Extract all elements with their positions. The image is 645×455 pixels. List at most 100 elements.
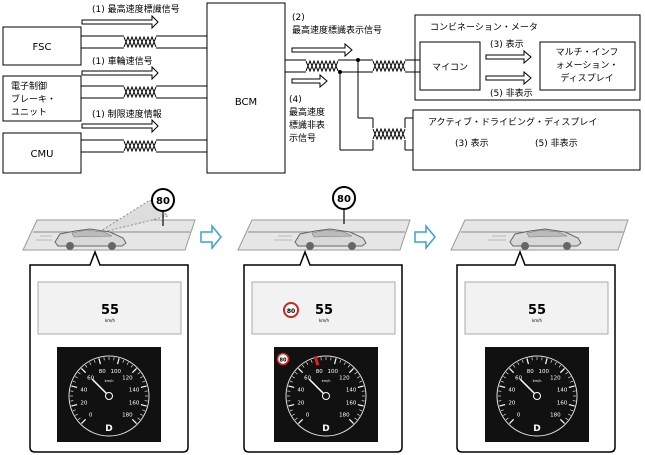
add-unit-1: km/h: [105, 318, 116, 323]
speedo-tick: [80, 418, 87, 425]
speedo-tick: [294, 417, 298, 420]
speedo-tick-label: 160: [346, 401, 357, 407]
speedo-tick: [570, 409, 574, 412]
speedo-tick: [550, 359, 553, 363]
mid-label-3: ディスプレイ: [560, 72, 613, 84]
speedo-tick: [142, 409, 146, 412]
brake-unit-label-3: ユニット: [11, 108, 47, 118]
speedo-tick: [131, 367, 138, 374]
add-speed-2: 55: [315, 303, 333, 318]
speedo-tick: [93, 359, 96, 363]
flow-arrows: [200, 223, 436, 251]
speedo-hub: [105, 392, 113, 400]
speedo-tick-label: 20: [297, 401, 304, 407]
speedo-tick: [357, 385, 364, 389]
add-screen-1: [37, 281, 182, 335]
add-hide-label: (5) 非表示: [535, 137, 578, 149]
speedo-tick: [513, 364, 516, 368]
speedo-tick: [126, 362, 129, 365]
speedo-needle: [91, 378, 110, 397]
signal-4-line1: 最高速度: [289, 106, 325, 118]
signal-4-line3: 示信号: [289, 132, 316, 144]
speedo-tick: [310, 359, 313, 363]
bcm-box: [206, 2, 286, 174]
speedo-hub: [533, 392, 541, 400]
speedo-tick: [359, 409, 363, 412]
speedo-tick-label: 80: [99, 369, 106, 375]
flow-arrow-2: [414, 223, 436, 251]
speedo-ring: [68, 355, 150, 437]
speedo-tick-label: 100: [110, 369, 121, 375]
speedo-hub: [322, 392, 330, 400]
speedo-tick-label: 60: [87, 376, 94, 382]
block-diagram: FSC 電子制御 ブレーキ・ ユニット CMU BCM (1) 最: [2, 2, 641, 174]
speedo-tick-label: 40: [297, 387, 304, 393]
speedo-tick-label: 120: [550, 376, 561, 382]
speedo-tick: [72, 380, 76, 383]
add-title: アクティブ・ドライビング・ディスプレイ: [428, 116, 597, 128]
speedo-tick: [89, 362, 92, 365]
speedo-tick: [80, 367, 87, 374]
speedo-tick: [354, 372, 358, 375]
speedo-tick-label: 180: [339, 412, 350, 418]
add-unit-2: km/h: [319, 318, 330, 323]
brake-unit-box: [2, 75, 82, 122]
add-speed-3: 55: [528, 303, 546, 318]
speedo-tick: [131, 418, 138, 425]
speedo-tick: [500, 380, 504, 383]
mid-label-1: マルチ・インフ: [556, 47, 619, 58]
speedo-tick-label: 100: [538, 369, 549, 375]
speedo-tick: [354, 417, 358, 420]
speedo-tick: [75, 413, 78, 416]
speedo-tick: [142, 380, 146, 383]
add-screen-2: [251, 281, 396, 335]
speedo-tick-label: 40: [80, 387, 87, 393]
speedo-tick: [137, 372, 141, 375]
speedo-tick: [559, 418, 566, 425]
speedo-tick: [297, 418, 304, 425]
fsc-label: FSC: [33, 42, 52, 53]
add-screen-3: [464, 281, 609, 335]
speed-sign-2: [332, 186, 356, 210]
signal-wheel-speed: (1) 車輪速信号: [92, 55, 153, 67]
gear-indicator: D: [105, 424, 112, 434]
speedo-tick-label: 80: [527, 369, 534, 375]
signal-2-text: 最高速度標識表示信号: [292, 24, 382, 36]
speedo-tick: [302, 364, 305, 368]
gear-indicator: D: [322, 424, 329, 434]
speedo-tick: [568, 413, 571, 416]
meter-sign-value-2: 80: [280, 358, 287, 364]
fsc-box: [2, 26, 82, 66]
speedo-tick: [568, 376, 571, 379]
speedo-tick: [508, 418, 515, 425]
speedo-tick: [289, 380, 293, 383]
speedo-tick-label: 160: [557, 401, 568, 407]
speedo-tick: [289, 409, 293, 412]
speedo-tick: [294, 372, 298, 375]
speedo-tick: [359, 380, 363, 383]
speedo-unit: km/h: [533, 379, 542, 383]
car-1: [36, 228, 127, 250]
micon-box: [419, 41, 481, 91]
speedo-unit: km/h: [105, 379, 114, 383]
add-sign-icon-2: [283, 302, 299, 318]
speedo-tick: [517, 362, 520, 365]
speedo-tick-label: 80: [316, 369, 323, 375]
speedo-tick: [77, 417, 81, 420]
speedo-tick: [505, 417, 509, 420]
speedo-tick-label: 140: [346, 387, 357, 393]
speed-limit-marker: [313, 356, 320, 366]
speedo-tick-label: 0: [89, 412, 93, 418]
speedo-tick-label: 140: [129, 387, 140, 393]
speed-sign-2-value: 80: [337, 194, 351, 205]
speedo-tick: [77, 372, 81, 375]
speedo-tick: [505, 372, 509, 375]
speedo-tick-label: 60: [304, 376, 311, 382]
speedo-unit: km/h: [322, 379, 331, 383]
cmu-box: [2, 132, 82, 174]
speedo-tick: [565, 417, 569, 420]
